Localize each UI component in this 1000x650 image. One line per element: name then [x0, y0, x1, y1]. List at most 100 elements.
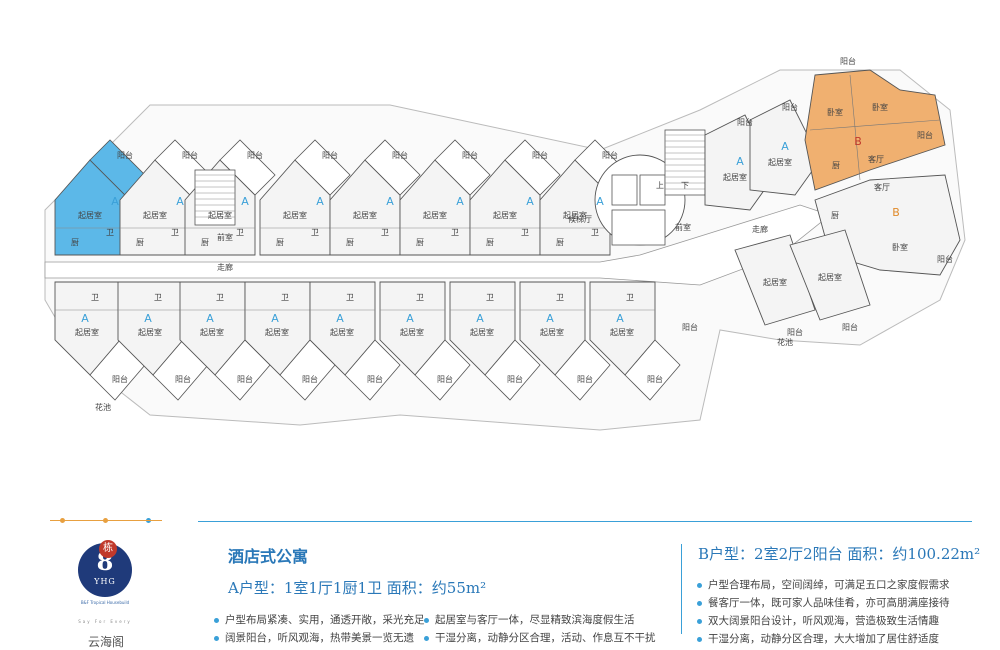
- apartment-units: [54, 69, 961, 401]
- unit-type-a: A: [316, 195, 324, 208]
- logo-short-name: YHG: [94, 577, 116, 586]
- unit-type-a: A: [386, 195, 394, 208]
- type-a-feature: 阔景阳台，听风观海，热带美景一览无遗: [214, 630, 414, 645]
- balcony-top: [364, 139, 421, 196]
- label-anteroom-right: 前室: [675, 222, 691, 232]
- unit-type-a: A: [81, 312, 89, 325]
- label-flower-bed-left: 花池: [95, 402, 111, 412]
- label-living-room: 起居室: [78, 210, 102, 220]
- type-a-heading: A户型：1室1厅1厨1卫 面积：约55m²: [228, 579, 487, 597]
- label-bath: 卫: [626, 293, 634, 302]
- label-kitchen: 厨: [346, 238, 354, 247]
- label-balcony: 阳台: [647, 374, 663, 384]
- unit-type-a: A: [241, 195, 249, 208]
- label-balcony: 阳台: [840, 56, 856, 66]
- unit-type-a: A: [526, 195, 534, 208]
- label-kitchen: 厨: [416, 238, 424, 247]
- label-balcony: 阳台: [367, 374, 383, 384]
- unit-type-a: A: [176, 195, 184, 208]
- label-bath: 卫: [106, 228, 114, 237]
- label-hall: 客厅: [874, 182, 890, 192]
- label-balcony: 阳台: [917, 130, 933, 140]
- label-hall: 客厅: [868, 154, 884, 164]
- unit-type-a: A: [781, 140, 789, 153]
- label-kitchen: 厨: [276, 238, 284, 247]
- label-bedroom: 卧室: [892, 242, 908, 252]
- floor-plan: 起居室阳台卫厨A起居室阳台卫厨A起居室阳台卫厨A起居室阳台卫厨A起居室阳台卫厨A…: [44, 56, 966, 431]
- unit-type-a: A: [144, 312, 152, 325]
- label-corridor-right: 走廊: [752, 224, 768, 234]
- label-balcony: 阳台: [117, 150, 133, 160]
- logo-tagline: Say For Every: [78, 619, 132, 624]
- type-b-heading: B户型：2室2厅2阳台 面积：约100.22m²: [698, 545, 981, 563]
- label-corridor-left: 走廊: [217, 262, 233, 272]
- label-balcony: 阳台: [737, 117, 753, 127]
- label-kitchen: 厨: [556, 238, 564, 247]
- elevator-shaft: [639, 174, 666, 206]
- label-bath: 卫: [281, 293, 289, 302]
- logo-brand: B&F Tropical Housebuild: [80, 600, 130, 605]
- label-living-room: 起居室: [283, 210, 307, 220]
- label-bath: 卫: [311, 228, 319, 237]
- label-balcony: 阳台: [175, 374, 191, 384]
- section-title: 酒店式公寓: [228, 547, 309, 566]
- unit-type-a: A: [616, 312, 624, 325]
- unit-type-b: B: [854, 135, 862, 148]
- label-bath: 卫: [91, 293, 99, 302]
- label-balcony: 阳台: [842, 322, 858, 332]
- label-balcony: 阳台: [787, 327, 803, 337]
- unit-type-a: A: [456, 195, 464, 208]
- balcony-bottom: [484, 339, 541, 401]
- label-balcony: 阳台: [237, 374, 253, 384]
- label-balcony: 阳台: [302, 374, 318, 384]
- label-down: 下: [681, 181, 689, 190]
- balcony-bottom: [554, 339, 611, 401]
- label-anteroom-left: 前室: [217, 232, 233, 242]
- label-balcony: 阳台: [577, 374, 593, 384]
- balcony-top: [504, 139, 561, 196]
- label-balcony: 阳台: [782, 102, 798, 112]
- label-bath: 卫: [216, 293, 224, 302]
- balcony-bottom: [414, 339, 471, 401]
- elevator-shaft: [611, 174, 638, 206]
- label-bath: 卫: [486, 293, 494, 302]
- label-balcony: 阳台: [507, 374, 523, 384]
- label-balcony: 阳台: [247, 150, 263, 160]
- label-kitchen: 厨: [71, 238, 79, 247]
- label-kitchen: 厨: [831, 211, 839, 220]
- label-bath: 卫: [556, 293, 564, 302]
- type-b-feature: 餐客厅一体，既可家人品味佳肴，亦可高朋满座接待: [697, 595, 950, 610]
- label-bedroom: 卧室: [827, 107, 843, 117]
- label-bath: 卫: [381, 228, 389, 237]
- unit-type-a: A: [596, 195, 604, 208]
- label-living-room: 起居室: [265, 327, 289, 337]
- column-divider: [681, 544, 682, 634]
- label-balcony: 阳台: [182, 150, 198, 160]
- label-bath: 卫: [236, 228, 244, 237]
- label-bath: 卫: [591, 228, 599, 237]
- unit-type-a: A: [546, 312, 554, 325]
- type-a-feature: 干湿分离，动静分区合理，活动、作息互不干扰: [424, 630, 656, 645]
- label-kitchen: 厨: [201, 238, 209, 247]
- logo-rule: [50, 520, 162, 521]
- label-flower-bed-right: 花池: [777, 337, 793, 347]
- label-kitchen: 厨: [486, 238, 494, 247]
- unit-partition: [809, 119, 941, 131]
- label-balcony: 阳台: [937, 254, 953, 264]
- label-living-room: 起居室: [208, 210, 232, 220]
- label-kitchen: 厨: [136, 238, 144, 247]
- type-b-feature: 干湿分离，动静分区合理，大大增加了居住舒适度: [697, 631, 939, 646]
- unit-type-a: A: [736, 155, 744, 168]
- top-rule: [198, 521, 972, 522]
- type-b-feature: 双大阔景阳台设计，听风观海，营造极致生活情趣: [697, 613, 939, 628]
- label-living-room: 起居室: [75, 327, 99, 337]
- label-bath: 卫: [451, 228, 459, 237]
- balcony-top: [294, 139, 351, 196]
- label-bath: 卫: [346, 293, 354, 302]
- label-bath: 卫: [416, 293, 424, 302]
- label-balcony: 阳台: [462, 150, 478, 160]
- label-balcony: 阳台: [392, 150, 408, 160]
- unit-type-a: A: [271, 312, 279, 325]
- unit-type-a: A: [111, 195, 119, 208]
- unit-type-a: A: [206, 312, 214, 325]
